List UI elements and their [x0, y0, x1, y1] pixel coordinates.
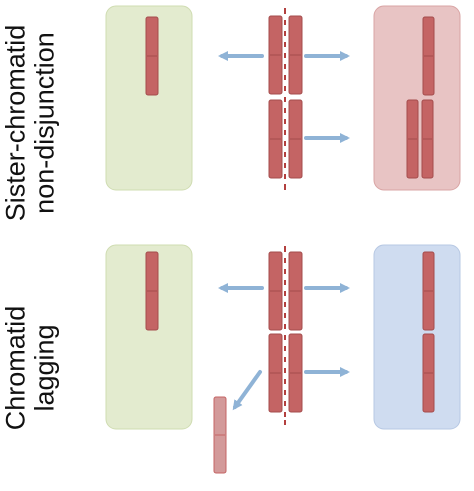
arrow-lagging	[232, 370, 262, 411]
daughter-cell-left	[105, 5, 193, 191]
daughter-cell-left	[105, 244, 193, 430]
daughter-cell-right	[373, 5, 461, 191]
daughter-cell-right	[373, 244, 461, 430]
